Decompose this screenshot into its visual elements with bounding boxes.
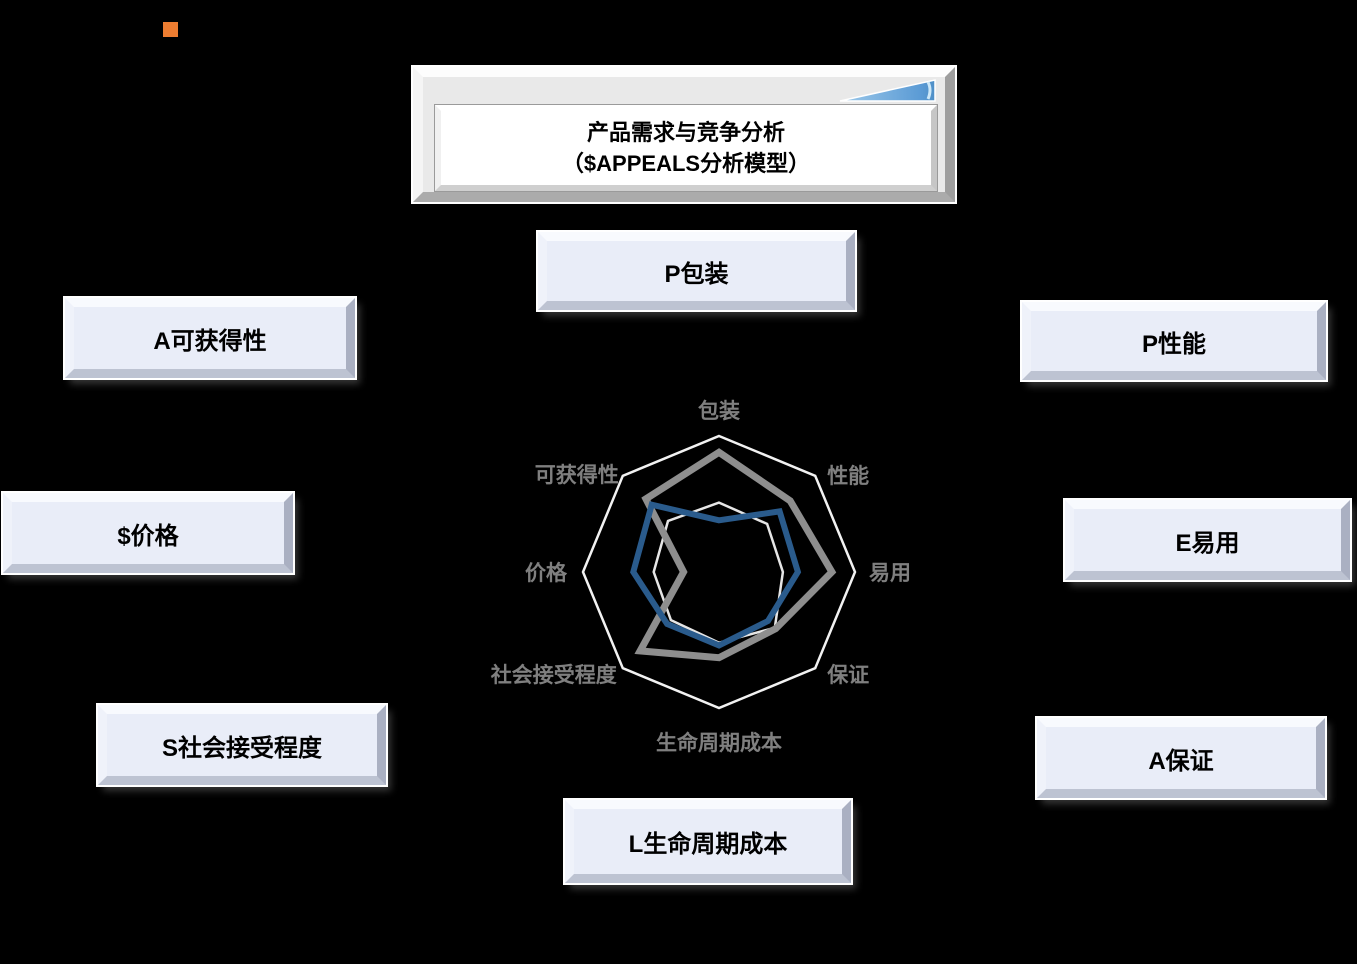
box-s-social-acceptance-label: S社会接受程度: [161, 734, 322, 762]
series-gray: [634, 448, 837, 662]
radar-axis-label-5: 社会接受程度: [490, 663, 617, 687]
radar-axis-label-0: 包装: [698, 399, 740, 423]
title-line-1: 产品需求与竞争分析: [586, 120, 785, 145]
swoosh-triangle-icon: [839, 79, 936, 102]
box-e-ease-of-use: E易用: [1065, 500, 1350, 580]
radar-axis-label-2: 易用: [869, 562, 911, 585]
radar-grid-ring-0: [581, 434, 857, 710]
box-l-lifecycle-cost: L生命周期成本: [565, 800, 851, 883]
box-p-performance: P性能: [1022, 302, 1326, 380]
box-e-ease-of-use-label: E易用: [1175, 529, 1240, 557]
radar-axis-label-3: 保证: [826, 664, 869, 687]
title-line-2: （$APPEALS分析模型）: [561, 151, 811, 176]
box-s-social-acceptance: S社会接受程度: [98, 705, 386, 785]
box-a-availability: A可获得性: [65, 298, 355, 378]
box-a-availability-label: A可获得性: [153, 327, 267, 355]
box-a-assurance-label: A保证: [1148, 747, 1214, 775]
box-price: $价格: [3, 493, 293, 573]
box-l-lifecycle-cost-label: L生命周期成本: [628, 831, 788, 858]
box-p-packaging-label: P包装: [664, 260, 729, 288]
box-p-packaging: P包装: [538, 232, 855, 310]
radar-axis-label-6: 价格: [525, 561, 568, 585]
title-box: 产品需求与竞争分析 （$APPEALS分析模型）: [413, 67, 955, 202]
radar-axis-label-4: 生命周期成本: [656, 731, 782, 755]
orange-square-marker: [163, 22, 178, 37]
title-inner-panel: 产品需求与竞争分析 （$APPEALS分析模型）: [435, 105, 937, 191]
radar-axis-label-1: 性能: [827, 464, 869, 488]
series-blue: [630, 501, 802, 649]
box-p-performance-label: P性能: [1141, 330, 1206, 358]
box-price-label: $价格: [117, 522, 179, 550]
radar-axis-label-7: 可获得性: [535, 463, 619, 487]
box-a-assurance: A保证: [1037, 718, 1325, 798]
